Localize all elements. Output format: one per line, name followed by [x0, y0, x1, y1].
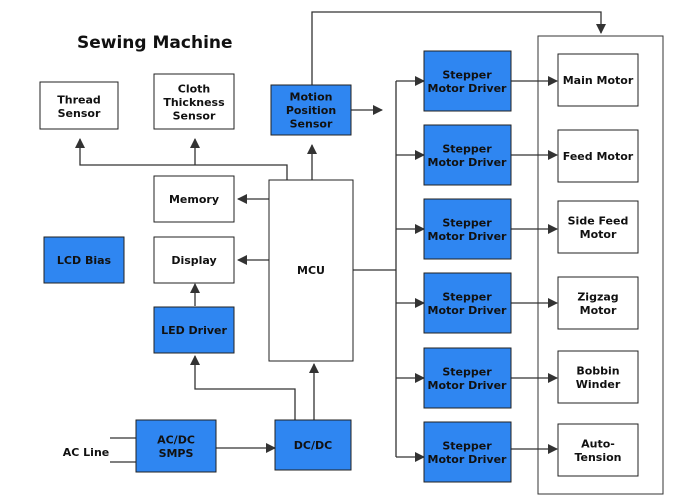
motor-group-frame — [537, 35, 664, 495]
lcd-bias-label: LCD Bias — [57, 254, 112, 267]
led-driver-block: LED Driver — [153, 306, 235, 354]
memory-block: Memory — [153, 175, 235, 223]
lcd-bias-block: LCD Bias — [43, 236, 125, 284]
diagram-title: Sewing Machine — [77, 33, 233, 53]
motor-label: Auto-Tension — [574, 437, 621, 464]
dc-dc-block: DC/DC — [274, 419, 352, 471]
wire-mcu-thread-sensor — [75, 138, 288, 180]
wire-dcdc-led — [190, 355, 296, 420]
memory-label: Memory — [169, 193, 219, 206]
connections — [75, 11, 606, 463]
dcdc-label: DC/DC — [294, 439, 332, 452]
motor-label: Feed Motor — [563, 150, 634, 163]
motor-block: Main Motor — [557, 53, 639, 107]
ac-line-label: AC Line — [63, 446, 110, 459]
mcu-label: MCU — [297, 264, 325, 277]
motor-block: Auto-Tension — [557, 423, 639, 477]
display-label: Display — [171, 254, 216, 267]
mcu-block: MCU — [268, 179, 354, 362]
motor-block: Feed Motor — [557, 129, 639, 183]
motor-label: Main Motor — [563, 74, 634, 87]
wire-top-feedback — [311, 11, 606, 85]
display-block: Display — [153, 236, 235, 284]
led-driver-label: LED Driver — [161, 324, 227, 337]
